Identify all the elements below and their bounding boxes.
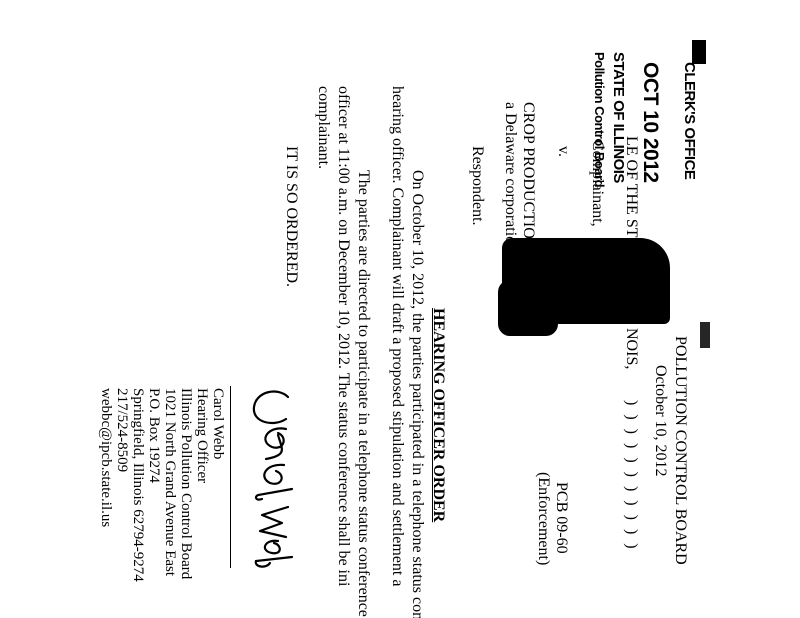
caption-party-line-end: NOIS, (623, 328, 640, 370)
caption-brackets: ) ) ) ) ) ) ) ) ) ) ) (623, 400, 640, 552)
so-ordered: IT IS SO ORDERED. (283, 146, 300, 288)
paragraph-1-line-1: On October 10, 2012, the parties partici… (409, 170, 426, 618)
signer-street: 1021 North Grand Avenue East (162, 388, 178, 577)
caption-party-line: LE OF THE ST (623, 136, 640, 238)
case-number: PCB 09-60 (553, 482, 570, 554)
paragraph-2-line-2: officer at 11:00 a.m. on December 10, 20… (335, 86, 352, 587)
redaction-smudge (700, 322, 710, 348)
caption-respondent: Respondent. (469, 146, 486, 226)
stamp-date: OCT 10 2012 (639, 62, 662, 183)
header-date: October 10, 2012 (652, 365, 669, 477)
signer-title: Hearing Officer (194, 388, 210, 484)
signer-email: webbc@ipcb.state.il.us (98, 388, 114, 528)
signer-name: Carol Webb (210, 388, 226, 460)
stamp-clerks-office: CLERK'S OFFICE (681, 62, 698, 180)
signer-city: Springfield, Illinois 62794-9274 (130, 388, 146, 582)
signer-phone: 217/524-8509 (114, 388, 130, 473)
paragraph-2-line-3: complainant. (315, 86, 332, 170)
signature-line (230, 386, 231, 568)
paragraph-2-line-1: The parties are directed to participate … (355, 170, 372, 618)
handwritten-signature (252, 390, 294, 568)
caption-complainant: Complainant, (589, 140, 606, 227)
redaction-block-extension (498, 280, 558, 336)
caption-defendant: CROP PRODUCTIO (520, 102, 537, 239)
signer-po-box: P.O. Box 19274 (146, 388, 162, 484)
stamp-dark-corner (692, 40, 706, 64)
board-name: POLLUTION CONTROL BOARD (672, 336, 689, 565)
case-type: (Enforcement) (535, 472, 552, 566)
order-title: HEARING OFFICER ORDER (430, 308, 447, 523)
caption-defendant-corp: a Delaware corporatio (502, 102, 519, 245)
signer-agency: Illinois Pollution Control Board (178, 388, 194, 580)
caption-versus: v. (555, 146, 572, 157)
paragraph-1-line-2: hearing officer. Complainant will draft … (389, 86, 406, 587)
